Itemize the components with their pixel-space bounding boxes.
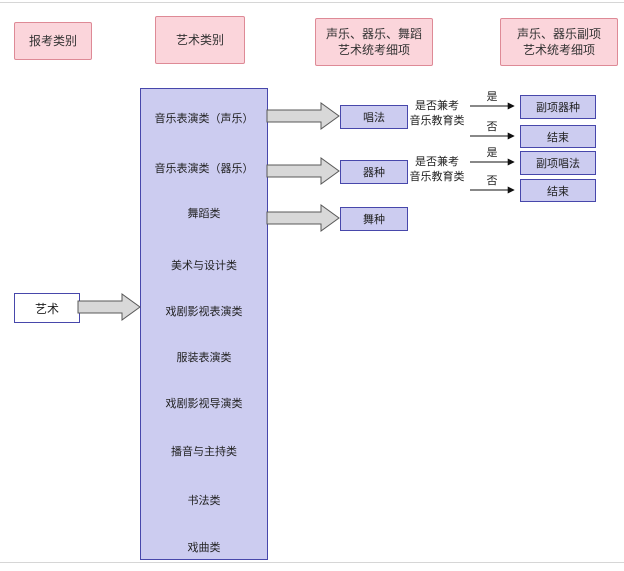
header-exam-detail-secondary: 声乐、器乐副项 艺术统考细项 <box>500 18 618 66</box>
header-application-category: 报考类别 <box>14 22 92 60</box>
block-arrow-to-instrument-type <box>266 157 340 185</box>
end-node-1-label: 结束 <box>547 130 569 144</box>
category-column: 音乐表演类（声乐） 音乐表演类（器乐） 舞蹈类 美术与设计类 戏剧影视表演类 服… <box>140 88 268 560</box>
instrument-type-label: 器种 <box>363 166 385 179</box>
category-item-fashion-performance: 服装表演类 <box>176 351 232 364</box>
end-node-2-label: 结束 <box>547 184 569 198</box>
art-source-label: 艺术 <box>34 301 59 316</box>
vocal-style-node: 唱法 <box>340 105 408 129</box>
vocal-style-label: 唱法 <box>363 111 385 124</box>
dance-type-node: 舞种 <box>340 207 408 231</box>
yes-label-2: 是 <box>486 146 498 159</box>
instrument-type-node: 器种 <box>340 160 408 184</box>
decision-question-2: 是否兼考 音乐教育类 <box>409 155 465 183</box>
secondary-vocal-label: 副项唱法 <box>536 157 580 170</box>
category-item-dance: 舞蹈类 <box>187 207 221 220</box>
no-label-2: 否 <box>486 174 498 187</box>
header-label: 报考类别 <box>28 33 77 48</box>
dance-type-label: 舞种 <box>363 213 385 226</box>
header-art-category: 艺术类别 <box>155 16 245 64</box>
no-label-1: 否 <box>486 120 498 133</box>
block-arrow-to-vocal-style <box>266 102 340 130</box>
category-item-traditional-opera: 戏曲类 <box>187 541 221 554</box>
end-node-1: 结束 <box>520 125 596 148</box>
secondary-vocal-node: 副项唱法 <box>520 151 596 175</box>
category-item-fine-art-design: 美术与设计类 <box>171 259 237 272</box>
header-exam-detail-main: 声乐、器乐、舞蹈 艺术统考细项 <box>315 18 433 66</box>
block-arrow-source-to-column <box>77 293 141 321</box>
category-item-drama-film-directing: 戏剧影视导演类 <box>165 397 243 410</box>
secondary-instrument-label: 副项器种 <box>536 101 580 114</box>
category-item-vocal-performance: 音乐表演类（声乐） <box>154 112 254 125</box>
block-arrow-to-dance-type <box>266 204 340 232</box>
category-item-calligraphy: 书法类 <box>187 494 221 507</box>
decision-question-1: 是否兼考 音乐教育类 <box>409 99 465 127</box>
end-node-2: 结束 <box>520 179 596 202</box>
secondary-instrument-node: 副项器种 <box>520 95 596 119</box>
top-border-line <box>0 2 624 3</box>
header-label: 声乐、器乐副项 艺术统考细项 <box>516 26 601 57</box>
header-label: 艺术类别 <box>175 32 224 47</box>
header-label: 声乐、器乐、舞蹈 艺术统考细项 <box>325 26 422 57</box>
category-item-broadcasting-hosting: 播音与主持类 <box>171 445 237 458</box>
bottom-border-line <box>0 562 624 563</box>
yes-label-1: 是 <box>486 90 498 103</box>
category-item-drama-film-acting: 戏剧影视表演类 <box>165 305 243 318</box>
art-source-node: 艺术 <box>14 293 80 323</box>
category-item-instrument-performance: 音乐表演类（器乐） <box>154 162 254 175</box>
